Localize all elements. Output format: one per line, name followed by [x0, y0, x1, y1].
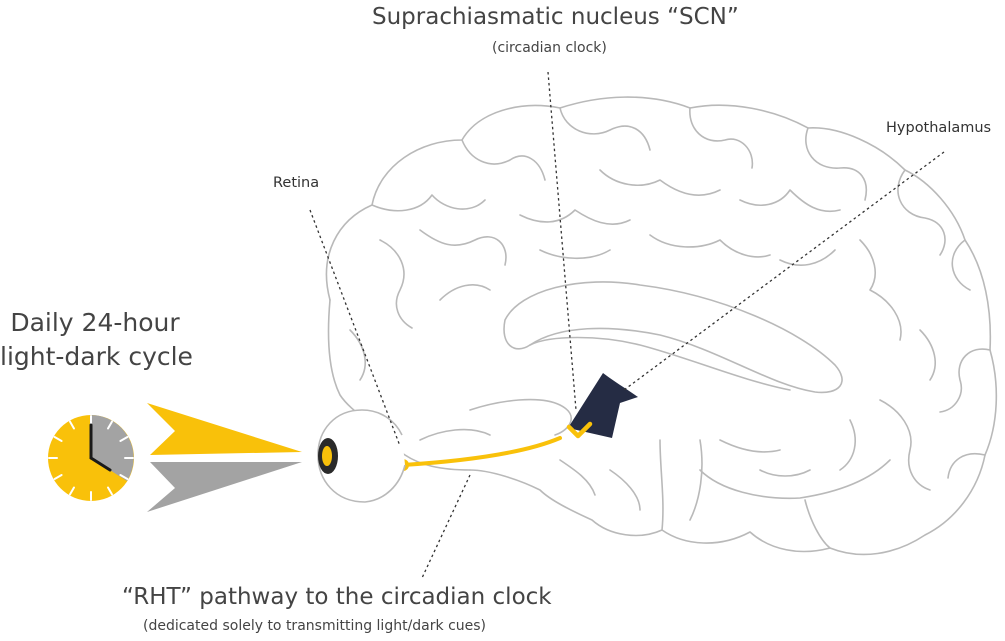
cycle-line-2: light-dark cycle	[0, 341, 193, 371]
scn-icon	[568, 373, 638, 438]
hypothalamus-label: Hypothalamus	[886, 120, 992, 136]
clock-icon	[48, 415, 134, 501]
cycle-label: Daily 24-hour light-dark cycle	[0, 306, 193, 374]
retina-leader-line	[309, 209, 401, 447]
brain-outline	[325, 96, 998, 556]
scn-title: Suprachiasmatic nucleus “SCN”	[372, 4, 739, 30]
rht-subtitle: (dedicated solely to transmitting light/…	[143, 618, 487, 634]
scn-subtitle: (circadian clock)	[492, 40, 607, 56]
light-arrow-icon	[147, 403, 302, 455]
retina-label: Retina	[273, 175, 320, 191]
dark-arrow-icon	[147, 462, 302, 512]
rht-leader-line	[421, 474, 471, 579]
rht-title: “RHT” pathway to the circadian clock	[122, 584, 552, 610]
scn-leader-line	[547, 71, 577, 411]
rht-pathway	[401, 436, 562, 467]
cycle-line-1: Daily 24-hour	[10, 308, 180, 337]
hypothalamus-leader-line	[623, 151, 945, 391]
scn-nucleus-icon	[566, 421, 593, 439]
eye-icon	[317, 409, 406, 503]
